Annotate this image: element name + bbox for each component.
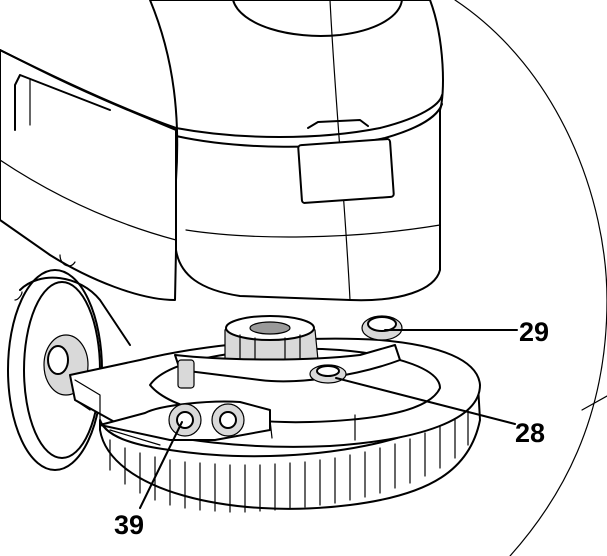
label-plate [297, 138, 395, 204]
machine-body [0, 0, 444, 302]
callout-29: 29 [519, 317, 549, 347]
detail-circle-boundary [454, 0, 607, 556]
callout-28: 28 [515, 418, 545, 448]
leader-line-39 [139, 421, 183, 509]
leader-line-28 [335, 377, 516, 425]
callout-39: 39 [114, 510, 144, 540]
brush-head [69, 315, 481, 513]
detail-boundary-tick [581, 395, 607, 411]
